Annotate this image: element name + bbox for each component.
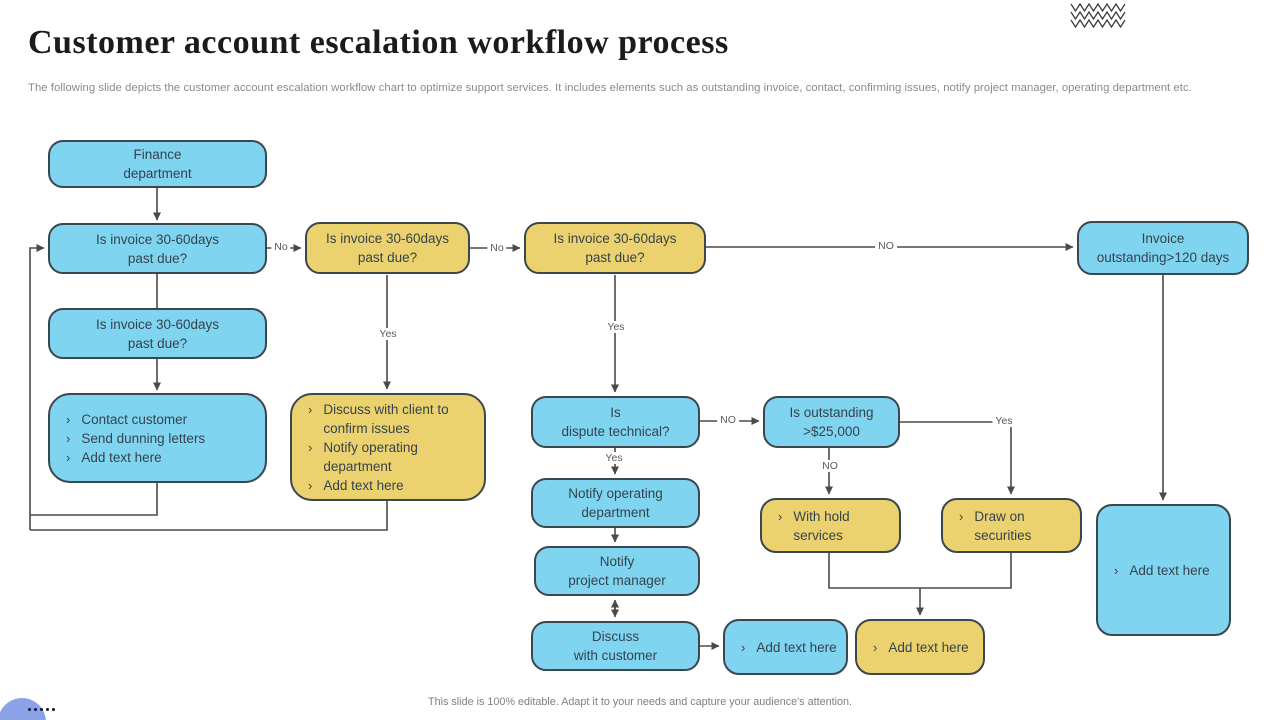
bullet-icon: › — [308, 439, 313, 455]
list-item-label: Notify operating department — [323, 439, 418, 474]
list-item: › Add text here — [873, 638, 975, 657]
bullet-icon: › — [66, 430, 71, 446]
node-line: dispute technical? — [561, 424, 670, 439]
node-line: Is outstanding — [789, 405, 874, 420]
node-line: Finance — [133, 147, 182, 162]
node-q4-invoice-30-60-days[interactable]: Is invoice 30-60days past due? — [524, 222, 706, 274]
node-line: Invoice — [1141, 231, 1185, 246]
node-finance-department[interactable]: Finance department — [48, 140, 267, 188]
edge-label-no: NO — [717, 414, 739, 426]
list-item: › Add text here — [1114, 561, 1221, 580]
edge-label-yes: Yes — [604, 321, 628, 333]
node-line: Is invoice 30-60days — [325, 231, 450, 246]
bullet-icon: › — [1114, 562, 1119, 578]
list-item-label: Add text here — [888, 639, 969, 655]
list-item: › Add text here — [308, 476, 476, 495]
node-contact-customer-actions[interactable]: › Contact customer › Send dunning letter… — [48, 393, 267, 483]
node-line: outstanding>120 days — [1096, 250, 1230, 265]
node-notify-project-manager[interactable]: Notify project manager — [534, 546, 700, 596]
edge-label-no: No — [487, 242, 507, 254]
connector-merge-bar — [828, 553, 1012, 589]
bullet-icon: › — [66, 449, 71, 465]
accent-circle-decoration — [0, 698, 46, 720]
list-item: › Contact customer — [66, 410, 257, 429]
list-item: › Draw on securities — [959, 507, 1072, 545]
node-withhold-services[interactable]: › With hold services — [760, 498, 901, 553]
bullet-icon: › — [308, 477, 313, 493]
node-line: Notify operating — [568, 486, 663, 501]
node-line: past due? — [357, 250, 418, 265]
edge-label-yes: Yes — [602, 452, 626, 464]
edge-label-yes: Yes — [992, 415, 1016, 427]
list-item-label: Add text here — [323, 477, 404, 493]
node-line: past due? — [127, 250, 188, 266]
bullet-icon: › — [959, 508, 964, 524]
list-item-label: Add text here — [1129, 562, 1210, 578]
list-item: › Add text here — [66, 448, 257, 467]
connector-loop-to-q1 — [29, 244, 45, 530]
node-invoice-outstanding-120-days[interactable]: Invoice outstanding>120 days — [1077, 221, 1249, 275]
node-discuss-client-actions[interactable]: › Discuss with client to confirm issues … — [290, 393, 486, 501]
page-title: Customer account escalation workflow pro… — [28, 24, 729, 61]
dot-decoration — [40, 708, 43, 711]
list-item-label: Draw on securities — [974, 508, 1032, 543]
edge-label-yes: Yes — [376, 328, 400, 340]
bullet-icon: › — [778, 508, 783, 524]
dot-decoration — [28, 708, 31, 711]
zigzag-decoration-icon — [1070, 2, 1126, 29]
node-discuss-with-customer[interactable]: Discuss with customer — [531, 621, 700, 671]
list-item-label: Send dunning letters — [81, 430, 206, 446]
node-is-outstanding-25000[interactable]: Is outstanding >$25,000 — [763, 396, 900, 448]
node-line: >$25,000 — [803, 424, 860, 439]
bullet-icon: › — [308, 401, 313, 417]
footer-note: This slide is 100% editable. Adapt it to… — [427, 696, 852, 708]
bullet-icon: › — [66, 411, 71, 427]
node-line: Notify — [599, 554, 635, 569]
dot-decoration — [34, 708, 37, 711]
connector-loop-actions2 — [30, 501, 388, 531]
node-line: with customer — [573, 648, 658, 663]
node-line: Is — [610, 405, 621, 420]
list-item: › Send dunning letters — [66, 429, 257, 448]
edge-label-no: No — [271, 241, 291, 253]
list-item-label: Discuss with client to confirm issues — [323, 401, 449, 436]
list-item: › With hold services — [778, 507, 891, 545]
bullet-icon: › — [873, 639, 878, 655]
node-line: department — [123, 166, 192, 181]
list-item-label: With hold services — [793, 508, 850, 543]
slide-subtitle: The following slide depicts the customer… — [28, 82, 1192, 94]
node-q2-invoice-30-60-days[interactable]: Is invoice 30-60days past due? — [48, 308, 267, 359]
node-line: past due? — [585, 250, 645, 265]
edge-label-no: NO — [819, 460, 841, 472]
node-draw-on-securities[interactable]: › Draw on securities — [941, 498, 1082, 553]
connector-loop-actions1 — [30, 483, 158, 516]
node-q1-invoice-30-60-days[interactable]: Is invoice 30-60days past due? — [48, 223, 267, 274]
connector-q6-to-draw-securities — [900, 421, 1015, 495]
list-item: › Discuss with client to confirm issues — [308, 400, 476, 438]
list-item-label: Contact customer — [81, 411, 188, 427]
node-line: department — [581, 505, 650, 520]
node-line: project manager — [568, 573, 666, 588]
node-add-text-here-big[interactable]: › Add text here — [1096, 504, 1231, 636]
dot-decoration — [52, 708, 55, 711]
edge-label-no: NO — [875, 240, 897, 252]
node-notify-operating-department[interactable]: Notify operating department — [531, 478, 700, 528]
node-is-dispute-technical[interactable]: Is dispute technical? — [531, 396, 700, 448]
list-item-label: Add text here — [756, 639, 837, 655]
list-item-label: Add text here — [81, 449, 162, 465]
node-q3-invoice-30-60-days[interactable]: Is invoice 30-60days past due? — [305, 222, 470, 274]
node-add-text-here-blue[interactable]: › Add text here — [723, 619, 848, 675]
node-line: Discuss — [591, 629, 640, 644]
node-line: past due? — [127, 335, 188, 351]
node-line: Is invoice 30-60days — [553, 231, 677, 246]
list-item: › Notify operating department — [308, 438, 476, 476]
node-line: Is invoice 30-60days — [95, 231, 220, 247]
node-add-text-here-yellow[interactable]: › Add text here — [855, 619, 985, 675]
dot-decoration — [46, 708, 49, 711]
list-item: › Add text here — [741, 638, 838, 657]
node-line: Is invoice 30-60days — [95, 316, 220, 332]
bullet-icon: › — [741, 639, 746, 655]
